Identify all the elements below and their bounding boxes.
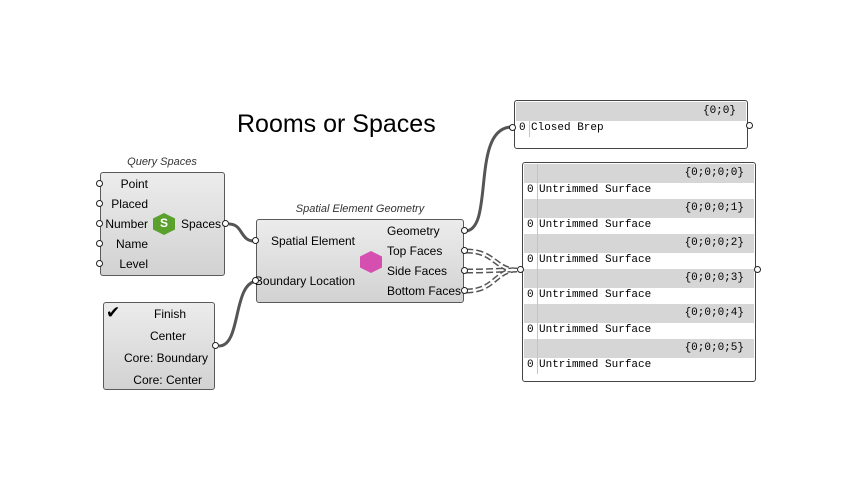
panel-faces-output-grip[interactable] [754,266,761,273]
panel-faces-branch-header: {0;0;0;4} [524,304,754,323]
list-item-index: 0 [527,359,534,371]
list-item-index: 0 [527,184,534,196]
input-grip-name[interactable] [96,240,103,247]
panel-geometry-branch-header: {0;0} [516,102,746,121]
list-item-value: Closed Brep [531,122,604,134]
input-level-label: Level [119,257,148,271]
list-item-index: 0 [527,219,534,231]
input-grip-point[interactable] [96,180,103,187]
wire-spaces-to-spatial-element [228,222,255,243]
spatial-geometry-component[interactable]: Spatial Element Boundary Location Geomet… [254,219,464,303]
boundary-value-list[interactable]: ✔ Finish Center Core: Boundary Core: Cen… [103,302,215,390]
wires-faces-to-panel [465,248,518,294]
panel-geometry-path: {0;0} [702,105,736,117]
list-item-index: 0 [527,254,534,266]
value-list-item-center[interactable]: Center [149,329,186,343]
output-side-faces-label: Side Faces [387,264,448,278]
output-spaces-label: Spaces [181,217,222,231]
input-grip-spatial-element[interactable] [252,237,259,244]
list-item: 0 Untrimmed Surface [524,253,754,269]
branch-path: {0;0;0;5} [684,342,744,354]
input-spatial-element-label: Spatial Element [270,234,355,248]
query-spaces-component[interactable]: Point Placed Number Name Level S Spaces [100,172,225,276]
panel-geometry-output-grip[interactable] [746,122,753,129]
wire-geometry-to-panel [464,125,513,233]
query-spaces-icon: S [153,213,175,235]
output-grip-spaces[interactable] [222,220,229,227]
panel-faces-branch-header: {0;0;0;2} [524,234,754,253]
value-list-output-grip[interactable] [212,342,219,349]
list-item-index: 0 [527,289,534,301]
panel-faces-branch-header: {0;0;0;0} [524,164,754,183]
output-grip-side-faces[interactable] [461,267,468,274]
branch-path: {0;0;0;3} [684,272,744,284]
input-grip-level[interactable] [96,260,103,267]
input-name-label: Name [115,237,148,251]
panel-geometry[interactable]: {0;0} 0 Closed Brep [514,100,748,149]
value-list-item-core-boundary[interactable]: Core: Boundary [123,351,208,365]
input-boundary-location-label: Boundary Location [254,274,355,288]
branch-path: {0;0;0;1} [684,202,744,214]
list-item: 0 Untrimmed Surface [524,218,754,234]
list-item-value: Untrimmed Surface [539,324,652,336]
input-grip-boundary-location[interactable] [252,277,259,284]
value-list-item-finish[interactable]: Finish [153,307,186,321]
wire-boundary-to-location [218,279,259,348]
list-item-index: 0 [519,122,526,134]
checkmark-icon: ✔ [106,303,121,322]
panel-geometry-input-grip[interactable] [509,124,516,131]
output-grip-geometry[interactable] [461,227,468,234]
panel-faces-branch-header: {0;0;0;3} [524,269,754,288]
list-item: 0 Untrimmed Surface [524,323,754,339]
branch-path: {0;0;0;2} [684,237,744,249]
panel-faces-input-grip[interactable] [517,266,524,273]
branch-path: {0;0;0;4} [684,307,744,319]
list-item: 0 Untrimmed Surface [524,288,754,304]
list-item-value: Untrimmed Surface [539,289,652,301]
value-list-item-core-center[interactable]: Core: Center [133,373,202,387]
list-item-value: Untrimmed Surface [539,184,652,196]
spatial-geometry-icon [360,251,382,273]
output-grip-top-faces[interactable] [461,247,468,254]
list-item-value: Untrimmed Surface [539,254,652,266]
list-item-value: Untrimmed Surface [539,359,652,371]
spatial-geometry-caption: Spatial Element Geometry [295,203,425,215]
panel-faces-branch-header: {0;0;0;5} [524,339,754,358]
list-item: 0 Untrimmed Surface [524,183,754,199]
list-item-value: Untrimmed Surface [539,219,652,231]
list-item: 0 Closed Brep [516,121,746,137]
input-grip-number[interactable] [96,220,103,227]
output-grip-bottom-faces[interactable] [461,287,468,294]
branch-path: {0;0;0;0} [684,167,744,179]
list-item: 0 Untrimmed Surface [524,358,754,374]
output-top-faces-label: Top Faces [387,244,443,258]
input-point-label: Point [120,177,148,191]
panel-faces-branch-header: {0;0;0;1} [524,199,754,218]
output-geometry-label: Geometry [387,224,440,238]
input-placed-label: Placed [111,197,148,211]
input-grip-placed[interactable] [96,200,103,207]
output-bottom-faces-label: Bottom Faces [387,284,462,298]
query-spaces-caption: Query Spaces [127,156,197,168]
list-item-index: 0 [527,324,534,336]
canvas-title: Rooms or Spaces [237,110,436,138]
input-number-label: Number [105,217,148,231]
